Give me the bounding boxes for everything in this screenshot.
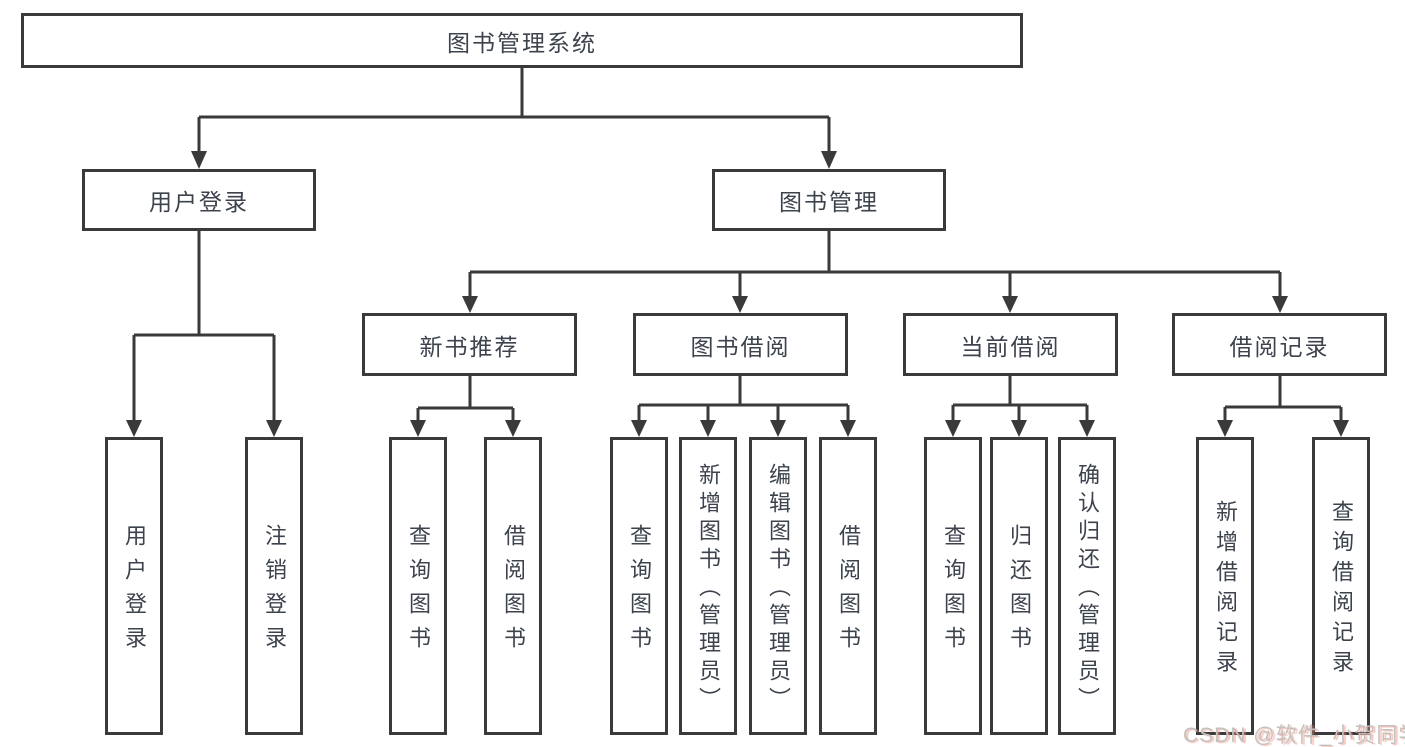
node-new-book-recommendation-label: 新书推荐 [419, 333, 520, 360]
leaf-borrow-book-recommend: 借阅图书 [484, 437, 542, 735]
leaf-confirm-return-admin: 确认归还（管理员） [1058, 437, 1116, 735]
watermark: CSDN @软件_小贺同学 [1183, 724, 1405, 747]
node-user-login-label: 用户登录 [149, 189, 249, 215]
node-book-borrowing-label: 图书借阅 [690, 333, 791, 360]
leaf-query-book-current: 查询图书 [924, 437, 982, 735]
arrowheads [126, 151, 1349, 437]
node-new-book-recommendation: 新书推荐 [362, 313, 577, 376]
leaf-add-book-admin: 新增图书（管理员） [679, 437, 737, 735]
node-book-borrowing: 图书借阅 [633, 313, 848, 376]
node-borrowing-records: 借阅记录 [1172, 313, 1387, 376]
node-book-management-label: 图书管理 [779, 189, 879, 215]
leaf-edit-book-admin: 编辑图书（管理员） [749, 437, 807, 735]
node-library-system: 图书管理系统 [21, 13, 1023, 68]
leaf-query-book-borrowing: 查询图书 [610, 437, 668, 735]
leaf-logout: 注销登录 [245, 437, 303, 735]
leaf-user-login: 用户登录 [105, 437, 163, 735]
node-current-borrowing-label: 当前借阅 [960, 333, 1061, 360]
leaf-query-borrow-record: 查询借阅记录 [1312, 437, 1370, 735]
leaf-borrow-book-borrowing: 借阅图书 [819, 437, 877, 735]
leaf-query-book-recommend: 查询图书 [389, 437, 447, 735]
node-library-system-label: 图书管理系统 [447, 29, 597, 56]
node-book-management: 图书管理 [712, 169, 946, 231]
leaf-add-borrow-record: 新增借阅记录 [1196, 437, 1254, 735]
node-borrowing-records-label: 借阅记录 [1229, 333, 1330, 360]
node-user-login: 用户登录 [82, 169, 316, 231]
node-current-borrowing: 当前借阅 [903, 313, 1118, 376]
leaf-return-book: 归还图书 [990, 437, 1048, 735]
